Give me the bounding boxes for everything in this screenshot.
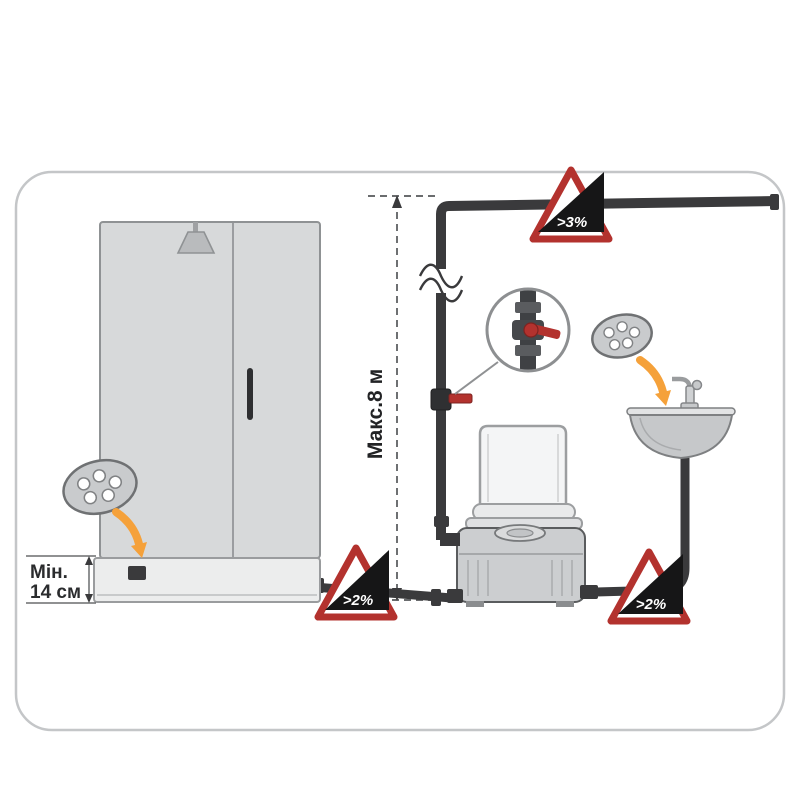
discharge-end-flange — [770, 194, 779, 210]
min-arrow-up — [85, 556, 93, 565]
pump-outlet — [440, 533, 460, 546]
ball-valve-icon — [512, 290, 561, 370]
slope-shower-label: >2% — [343, 592, 373, 609]
dim-arrow-up — [392, 195, 402, 208]
door-handle — [247, 368, 253, 420]
impeller-body — [62, 458, 138, 516]
cabin-body — [99, 221, 321, 559]
pump-inlet-right — [580, 585, 598, 599]
warning-triangle-shower: >2% — [314, 544, 398, 621]
slope-wedge — [325, 550, 389, 610]
slope-wedge — [538, 172, 604, 232]
impeller-hole — [77, 477, 91, 491]
macerator-pump — [440, 424, 598, 607]
valve-detail-magnifier — [485, 287, 571, 373]
dimension-min-depth — [26, 555, 96, 604]
break-wave-bottom — [418, 277, 464, 303]
shower-head-icon — [176, 222, 216, 254]
shower-head-cone — [176, 231, 216, 254]
slope-sink-label: >2% — [636, 596, 666, 613]
tray-body — [93, 557, 321, 603]
detail-circle-frame — [485, 287, 571, 373]
pump-foot-right — [556, 601, 574, 607]
valve-body — [430, 388, 452, 411]
pipe-break-symbol — [418, 263, 464, 303]
pump-ribs — [467, 560, 573, 596]
min-arrow-down — [85, 594, 93, 603]
min-depth-label-line1: Мін. — [30, 562, 68, 583]
impeller-hole — [108, 475, 123, 489]
flow-arrow-head — [131, 542, 147, 558]
flow-arrow-head — [655, 390, 671, 406]
detail-union-bottom — [515, 345, 541, 356]
shutoff-valve — [430, 388, 473, 411]
flow-arrow-icon-left — [112, 508, 147, 558]
impeller-hole — [603, 326, 615, 339]
pump-cap-inner — [506, 528, 534, 538]
impeller-hole — [92, 469, 107, 483]
basin-rim — [626, 407, 736, 416]
flow-arrow-icon-right — [636, 356, 671, 406]
detail-leader-line — [454, 361, 499, 395]
impeller-hole — [621, 337, 634, 349]
valve-handle — [448, 393, 473, 404]
impeller-hole — [628, 326, 641, 339]
flow-arrow-shaft — [636, 356, 667, 396]
impeller-hole — [101, 488, 115, 503]
min-depth-label-line2: 14 см — [30, 582, 81, 603]
slope-top-label: >3% — [557, 214, 587, 231]
impeller-hole — [616, 321, 628, 333]
warning-triangle-top: >3% — [529, 166, 613, 243]
impeller-hole — [608, 339, 621, 351]
shower-tray — [93, 557, 321, 603]
warning-triangle-sink: >2% — [607, 548, 691, 625]
basin-bowl — [628, 414, 734, 460]
detail-valve-handle — [532, 324, 561, 339]
faucet-knob — [691, 379, 703, 391]
max-height-label: Макс.8 м — [364, 369, 387, 459]
break-wave-top — [418, 263, 464, 289]
impeller-disc-icon-left — [62, 458, 138, 516]
detail-union-top — [515, 302, 541, 313]
impeller-body — [591, 313, 653, 359]
discharge-pipe — [436, 196, 777, 540]
basin-shade — [639, 417, 682, 451]
pump-inlet-left — [447, 589, 463, 603]
flow-arrow-shaft — [112, 508, 143, 548]
pump-inlet-coupling-left-outer — [431, 589, 441, 606]
riser-union — [434, 516, 449, 527]
detail-valve-pivot — [523, 322, 539, 338]
pump-tank — [478, 424, 568, 508]
shower-cabin — [99, 221, 321, 559]
pump-foot-left — [466, 601, 484, 607]
tray-drain-outlet — [128, 566, 146, 580]
shower-head-stem — [193, 222, 198, 233]
slope-wedge — [618, 554, 683, 614]
washbasin-icon — [626, 376, 736, 460]
impeller-disc-icon-right — [591, 313, 653, 359]
impeller-hole — [83, 490, 98, 505]
